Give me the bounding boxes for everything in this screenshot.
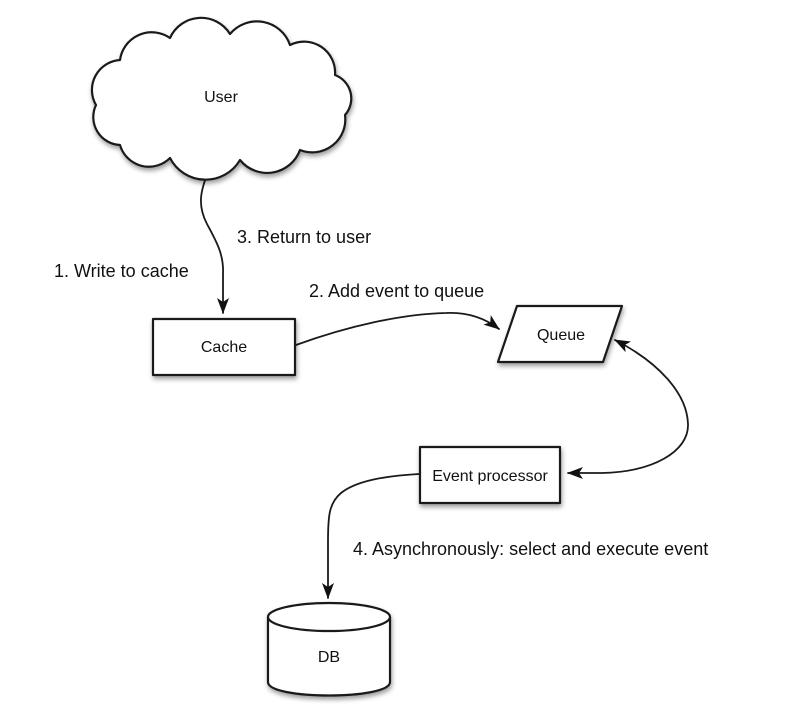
edge-label-async-execute: 4. Asynchronously: select and execute ev… (353, 539, 708, 559)
edge-label-return-to-user: 3. Return to user (237, 227, 371, 247)
db-cylinder-body (266, 617, 392, 697)
queue-node: Queue (496, 304, 624, 364)
queue-parallelogram (496, 304, 624, 364)
edge-label-add-event-to-queue: 2. Add event to queue (309, 281, 484, 301)
event-processor-node: Event processor (418, 445, 562, 505)
queue-node-label: Queue (537, 327, 585, 344)
cache-node-label: Cache (201, 339, 247, 356)
event-processor-rect (418, 445, 562, 505)
event-processor-node-label: Event processor (432, 468, 548, 485)
db-node: DB (266, 601, 392, 697)
cache-node: Cache (151, 317, 297, 377)
user-node-label: User (204, 89, 238, 106)
connector-queue-event-processor (567, 339, 689, 479)
connector-cache-to-queue (295, 312, 500, 346)
connector-user-to-cache (200, 164, 229, 314)
connector-event-processor-to-db (322, 473, 420, 599)
cache-rect (151, 317, 297, 377)
db-node-label: DB (318, 649, 340, 666)
cloud-shape (90, 16, 353, 181)
user-cloud-node: User (90, 16, 353, 181)
db-cylinder-top (266, 601, 392, 633)
edge-label-write-to-cache: 1. Write to cache (54, 261, 189, 281)
